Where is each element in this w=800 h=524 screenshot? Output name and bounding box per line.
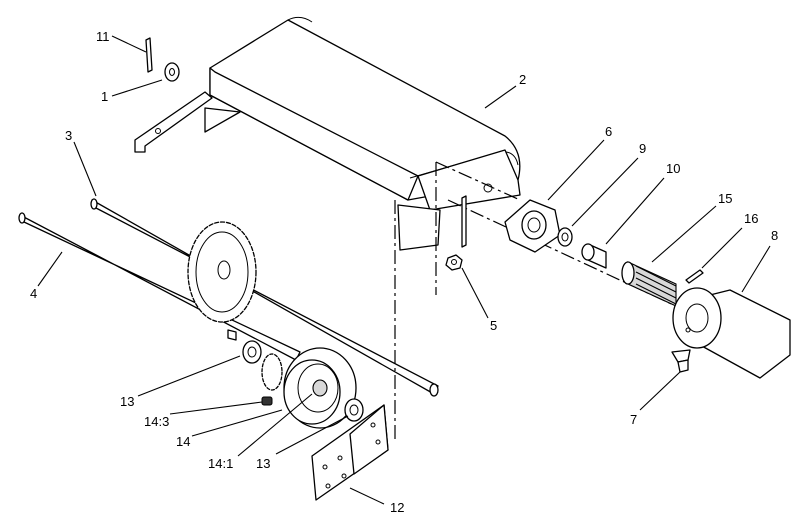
callout-2: 2 (519, 72, 526, 87)
callout-12: 12 (390, 500, 404, 515)
callout-5: 5 (490, 318, 497, 333)
splined-shaft (621, 261, 677, 307)
callout-6: 6 (605, 124, 612, 139)
grease-fitting (261, 396, 273, 406)
upper-shaft (90, 198, 439, 397)
callout-labels: 11 1 2 3 4 5 6 9 10 15 16 8 7 13 14:3 14… (30, 29, 778, 515)
cotter-pin (145, 37, 153, 73)
chute-housing (134, 16, 521, 251)
bearing-plate (311, 404, 389, 501)
callout-16: 16 (744, 211, 758, 226)
callout-3: 3 (65, 128, 72, 143)
callout-10: 10 (666, 161, 680, 176)
carriage-bolt (461, 195, 467, 248)
discharge-chute (672, 287, 791, 379)
callout-7: 7 (630, 412, 637, 427)
callout-11: 11 (96, 29, 110, 44)
small-sprocket (261, 353, 283, 391)
leader-lines (37, 35, 771, 505)
callout-8: 8 (771, 228, 778, 243)
flange-bearing (504, 199, 561, 253)
callout-14-3: 14:3 (144, 414, 169, 429)
callout-13-left: 13 (120, 394, 134, 409)
assembly-lines (394, 161, 711, 440)
callout-4: 4 (30, 286, 37, 301)
spacer (581, 243, 607, 269)
shaft-collar (227, 329, 262, 364)
callout-13-right: 13 (256, 456, 270, 471)
callout-14: 14 (176, 434, 190, 449)
pulley-collar (344, 398, 364, 422)
roll-pin (685, 269, 704, 284)
large-sprocket (187, 221, 257, 323)
pulley (283, 347, 357, 429)
washer (164, 62, 180, 82)
callout-1: 1 (101, 89, 108, 104)
lower-shaft (18, 212, 301, 361)
bolt (671, 349, 691, 373)
callout-14-1: 14:1 (208, 456, 233, 471)
callout-9: 9 (639, 141, 646, 156)
callout-15: 15 (718, 191, 732, 206)
thrust-washer (557, 227, 573, 247)
hex-nut (445, 254, 463, 271)
